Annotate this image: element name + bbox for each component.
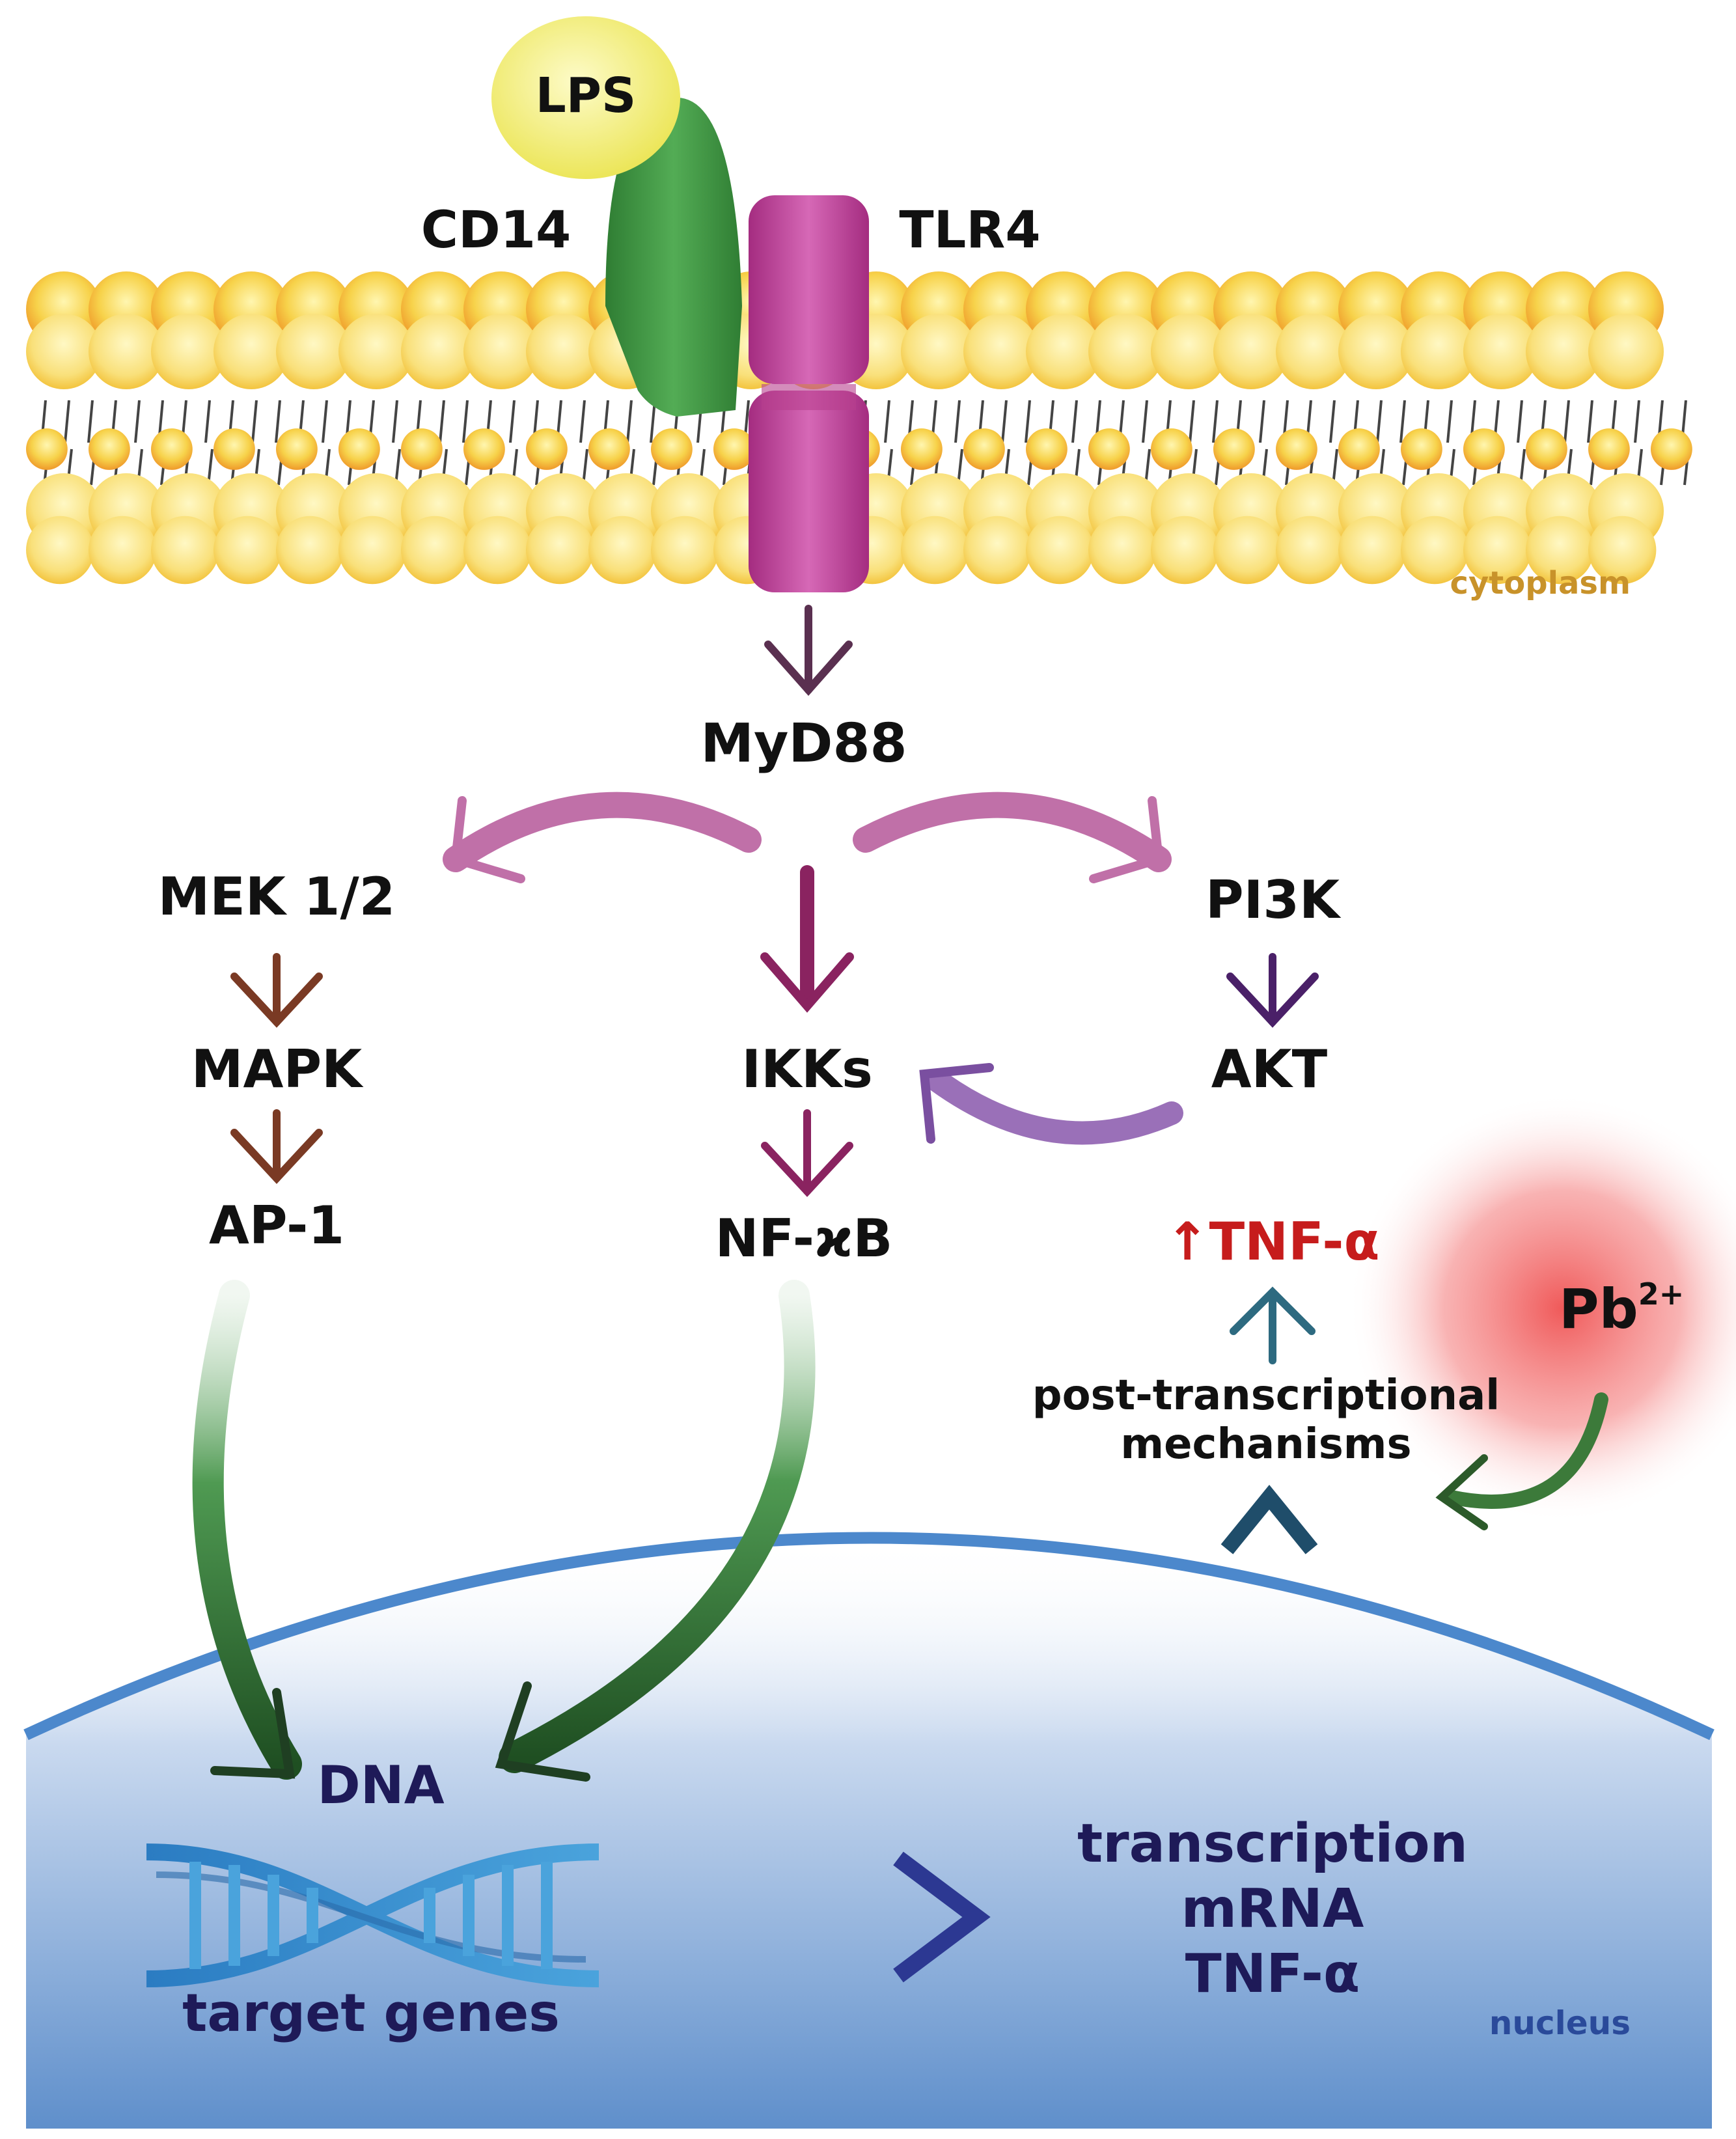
lead-symbol: Pb — [1559, 1277, 1638, 1341]
mrna-label: mRNA — [1181, 1878, 1364, 1940]
dna-label: DNA — [317, 1755, 444, 1815]
nfkb-label: NF-ϰB — [715, 1208, 893, 1269]
up-arrow-icon: ↑ — [1166, 1211, 1209, 1272]
lead-ion-label: Pb2+ — [1559, 1276, 1684, 1341]
arrow-akt-ikks — [919, 1063, 1183, 1145]
pi3k-label: PI3K — [1206, 870, 1342, 930]
target-genes-label: target genes — [182, 1983, 560, 2043]
tnf-increase-label: ↑TNF-α — [1166, 1211, 1380, 1272]
tlr4-label: TLR4 — [899, 201, 1040, 260]
myd88-label: MyD88 — [700, 713, 907, 775]
lead-ion-glow — [1347, 1094, 1736, 1523]
arrow-ap1-dna — [192, 1280, 302, 1780]
ap1-label: AP-1 — [209, 1195, 344, 1256]
tnf-up-text: TNF-α — [1209, 1211, 1380, 1272]
cd14-label: CD14 — [421, 201, 572, 260]
arrow-myd88-mek — [443, 792, 762, 883]
lps-molecule — [491, 16, 680, 179]
arrow-post-tnf — [1230, 1286, 1316, 1364]
arrow-nfkb-dna — [495, 1280, 816, 1782]
post-transcriptional-line1: post-transcriptional — [1032, 1372, 1500, 1420]
arrow-pb-post — [1435, 1392, 1608, 1530]
arrow-myd88-pi3k — [853, 792, 1172, 883]
cytoplasm-label: cytoplasm — [1450, 565, 1631, 601]
lps-label: LPS — [536, 68, 637, 124]
cd14-receptor — [605, 98, 742, 417]
arrow-ikks-nfkb — [761, 1109, 853, 1197]
akt-label: AKT — [1211, 1039, 1328, 1099]
tlr4-receptor — [749, 195, 869, 592]
mapk-label: MAPK — [191, 1039, 364, 1099]
arrow-pi3k-akt — [1226, 953, 1319, 1028]
arrow-dna-transcription — [690, 1851, 991, 1983]
arrow-mapk-ap1 — [230, 1109, 323, 1184]
ikks-label: IKKs — [741, 1039, 872, 1099]
nucleus-label: nucleus — [1489, 2004, 1631, 2042]
dna-helix-icon — [146, 1843, 599, 1987]
tnf-label: TNF-α — [1185, 1943, 1360, 2005]
arrow-mek-mapk — [230, 953, 323, 1028]
transcription-label: transcription — [1077, 1813, 1468, 1875]
arrow-transcription-post — [1220, 1484, 1318, 1771]
arrow-tlr4-myd88 — [764, 605, 853, 697]
lead-charge: 2+ — [1638, 1276, 1685, 1312]
nucleus — [23, 1532, 1715, 2129]
post-transcriptional-line2: mechanisms — [1120, 1420, 1411, 1469]
mek-label: MEK 1/2 — [158, 866, 396, 927]
arrow-myd88-ikks — [760, 865, 854, 1013]
